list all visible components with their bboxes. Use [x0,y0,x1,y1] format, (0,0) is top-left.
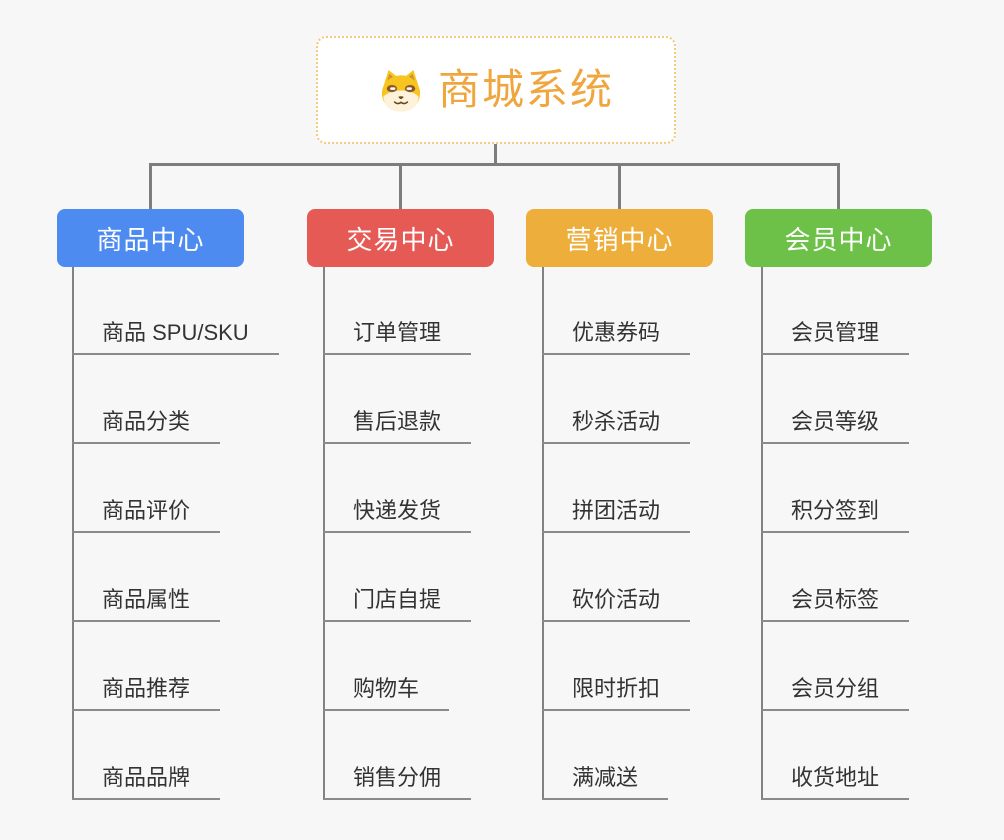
leaf-node[interactable]: 秒杀活动 [542,411,691,444]
leaf-node[interactable]: 商品 SPU/SKU [72,322,279,355]
connector-drop-product [149,163,152,210]
leaf-node[interactable]: 订单管理 [323,322,472,355]
leaf-node[interactable]: 积分签到 [761,500,910,533]
connector-root-stem [494,144,497,164]
leaf-node[interactable]: 销售分佣 [323,767,472,800]
leaf-node[interactable]: 商品评价 [72,500,221,533]
branch-label: 会员中心 [784,224,893,255]
connector-bus [149,163,839,166]
leaf-node[interactable]: 优惠券码 [542,322,691,355]
branch-node-member-center[interactable]: 会员中心 [745,209,932,267]
branch-node-marketing-center[interactable]: 营销中心 [526,209,713,267]
leaf-node[interactable]: 满减送 [542,767,669,800]
branch-label: 营销中心 [565,224,674,255]
leaf-node[interactable]: 会员标签 [761,589,910,622]
leaf-node[interactable]: 商品推荐 [72,678,221,711]
leaf-node[interactable]: 收货地址 [761,767,910,800]
leaf-node[interactable]: 砍价活动 [542,589,691,622]
leaf-node[interactable]: 限时折扣 [542,678,691,711]
connector-column-trade [323,267,325,800]
connector-column-marketing [542,267,544,800]
leaf-node[interactable]: 会员分组 [761,678,910,711]
branch-node-product-center[interactable]: 商品中心 [57,209,244,267]
leaf-node[interactable]: 拼团活动 [542,500,691,533]
root-title: 商城系统 [437,66,614,113]
leaf-node[interactable]: 购物车 [323,678,450,711]
leaf-node[interactable]: 快递发货 [323,500,472,533]
leaf-node[interactable]: 售后退款 [323,411,472,444]
connector-column-member [761,267,763,800]
leaf-node[interactable]: 会员管理 [761,322,910,355]
branch-node-trade-center[interactable]: 交易中心 [307,209,494,267]
connector-drop-marketing [618,163,621,210]
root-node[interactable]: 商城系统 [316,36,676,144]
connector-drop-trade [399,163,402,210]
connector-drop-member [837,163,840,210]
leaf-node[interactable]: 商品品牌 [72,767,221,800]
shiba-dog-icon [378,69,424,112]
branch-label: 商品中心 [96,224,205,255]
branch-label: 交易中心 [346,224,455,255]
leaf-node[interactable]: 商品分类 [72,411,221,444]
leaf-node[interactable]: 门店自提 [323,589,472,622]
leaf-node[interactable]: 会员等级 [761,411,910,444]
connector-column-product [72,267,74,800]
leaf-node[interactable]: 商品属性 [72,589,221,622]
